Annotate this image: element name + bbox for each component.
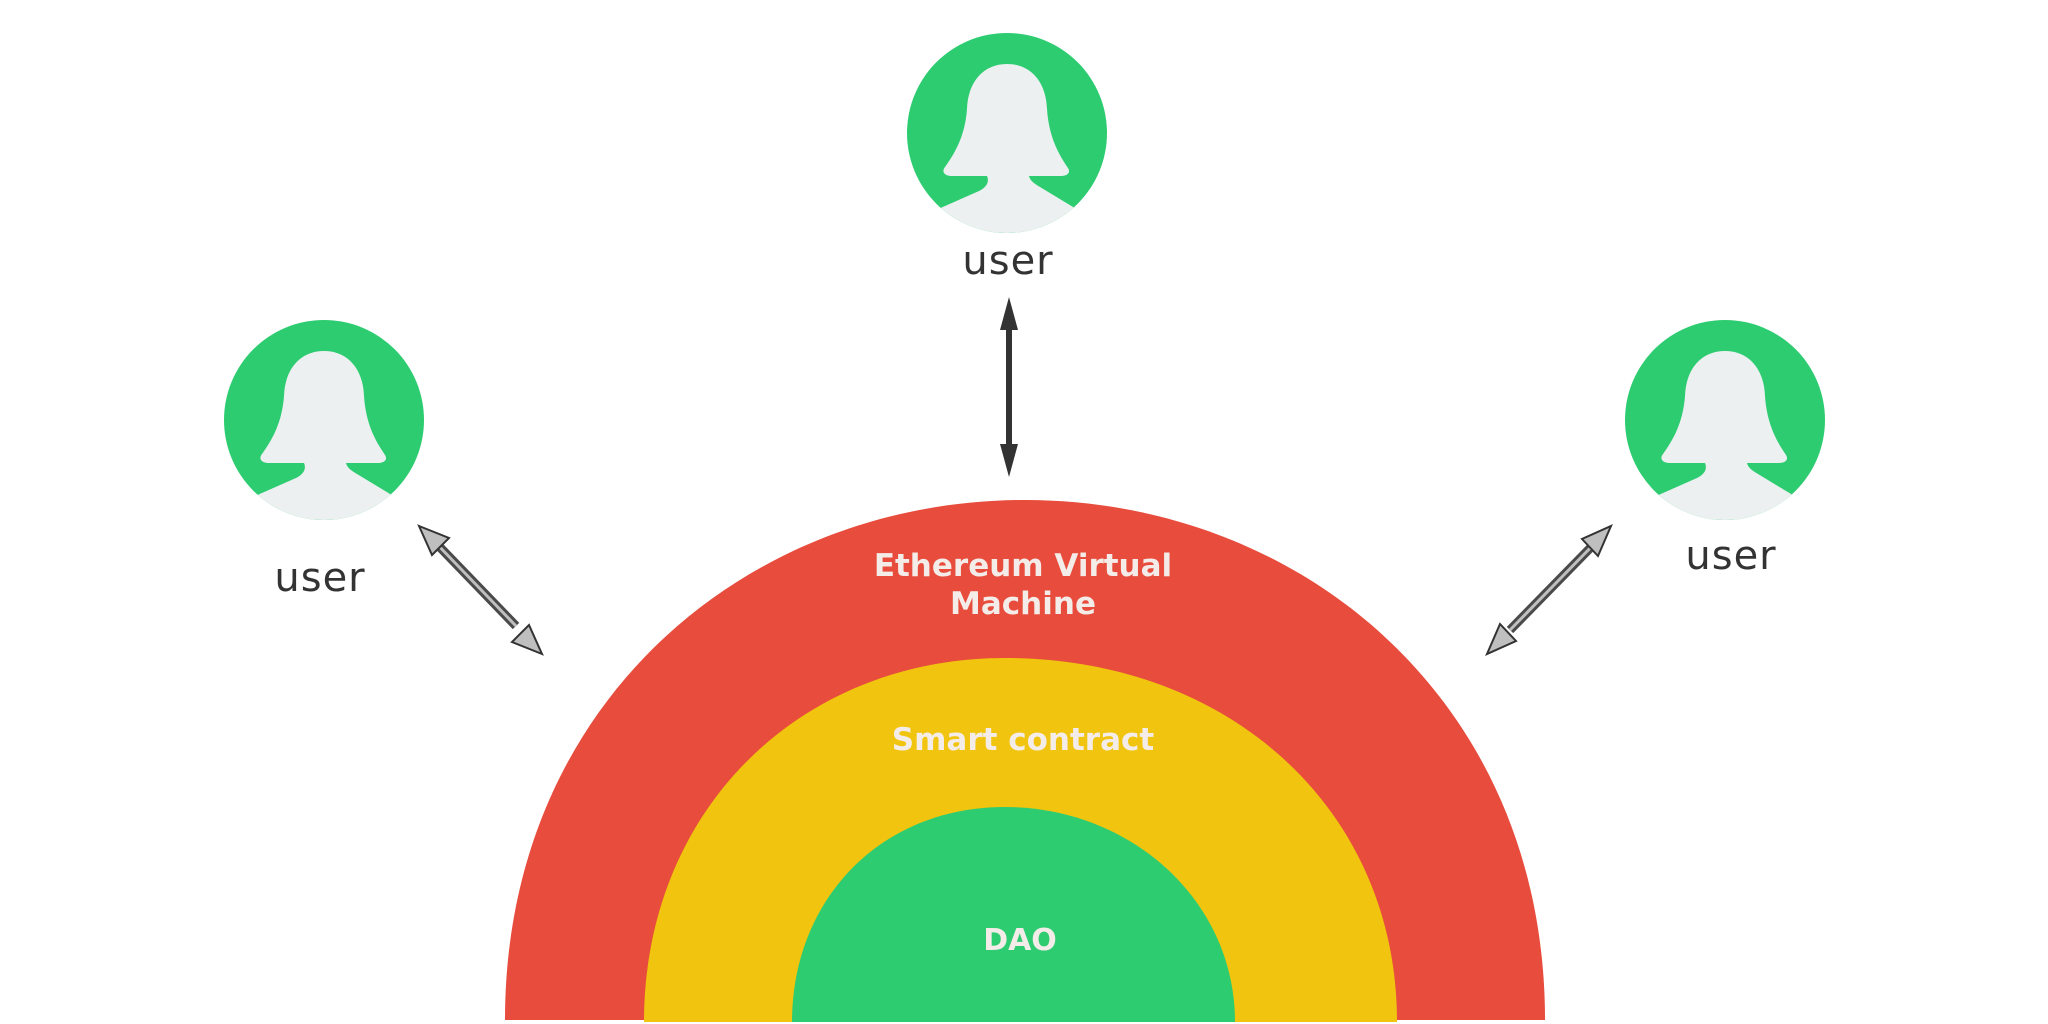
double-arrow-icon — [1485, 524, 1613, 656]
smart-contract-label: Smart contract — [891, 722, 1155, 758]
dao-label: DAO — [983, 923, 1057, 958]
double-arrow-icon — [417, 524, 544, 656]
double-arrow-icon — [1000, 297, 1018, 477]
user-label-right: user — [1685, 533, 1777, 579]
user-avatar-icon — [224, 320, 424, 520]
dao-layer — [792, 807, 1235, 1022]
user-label-top: user — [962, 238, 1054, 284]
user-avatar-icon — [1625, 320, 1825, 520]
evm-label-line1: Ethereum Virtual — [873, 548, 1173, 584]
evm-label-line2: Machine — [950, 586, 1096, 622]
evm-label: Ethereum Virtual Machine — [823, 547, 1223, 623]
user-avatar-icon — [907, 33, 1107, 233]
user-label-left: user — [274, 555, 366, 601]
